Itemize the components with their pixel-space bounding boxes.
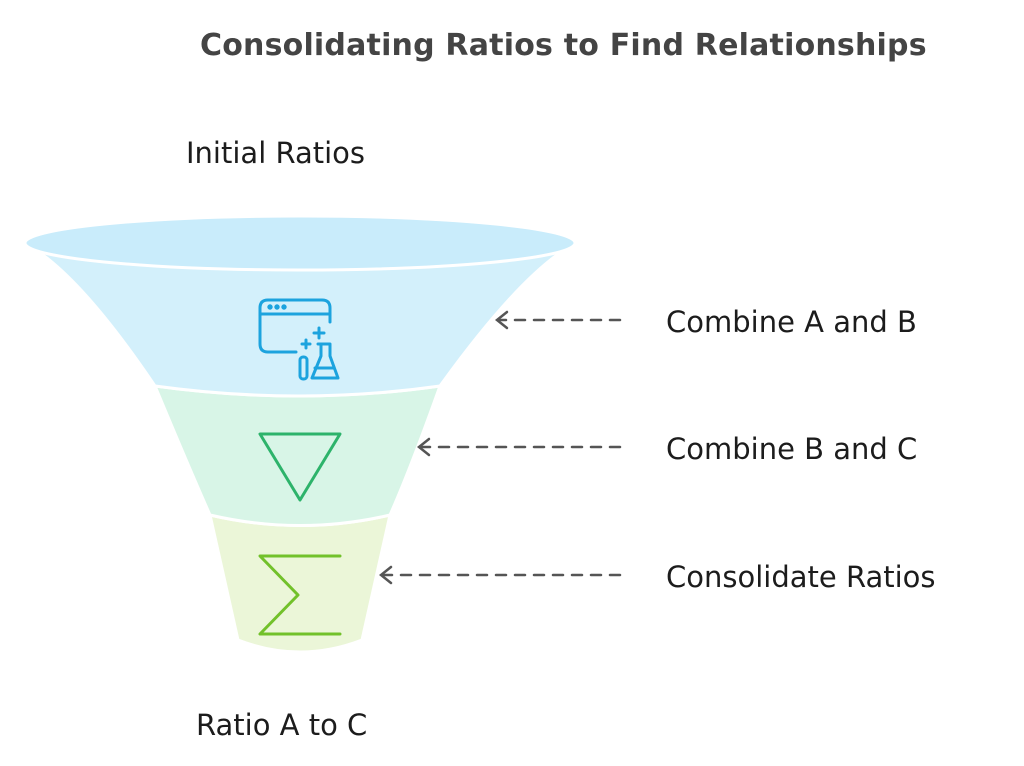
funnel-bottom-label: Ratio A to C bbox=[196, 708, 368, 742]
funnel-stage-3 bbox=[208, 512, 392, 654]
stage-1-arrow bbox=[494, 310, 622, 330]
sigma-icon bbox=[258, 554, 342, 636]
funnel-top-label: Initial Ratios bbox=[186, 136, 366, 170]
stage-1-label: Combine A and B bbox=[666, 305, 917, 339]
funnel-stage-2 bbox=[152, 384, 443, 527]
stage-3-arrow bbox=[378, 565, 622, 585]
triangle-down-icon bbox=[258, 432, 342, 502]
stage-2-label: Combine B and C bbox=[666, 432, 918, 466]
diagram-title: Consolidating Ratios to Find Relationshi… bbox=[200, 28, 927, 63]
lab-flask-icon bbox=[258, 298, 340, 381]
funnel-rim bbox=[23, 214, 577, 272]
stage-3-label: Consolidate Ratios bbox=[666, 560, 936, 594]
stage-2-arrow bbox=[416, 437, 622, 457]
